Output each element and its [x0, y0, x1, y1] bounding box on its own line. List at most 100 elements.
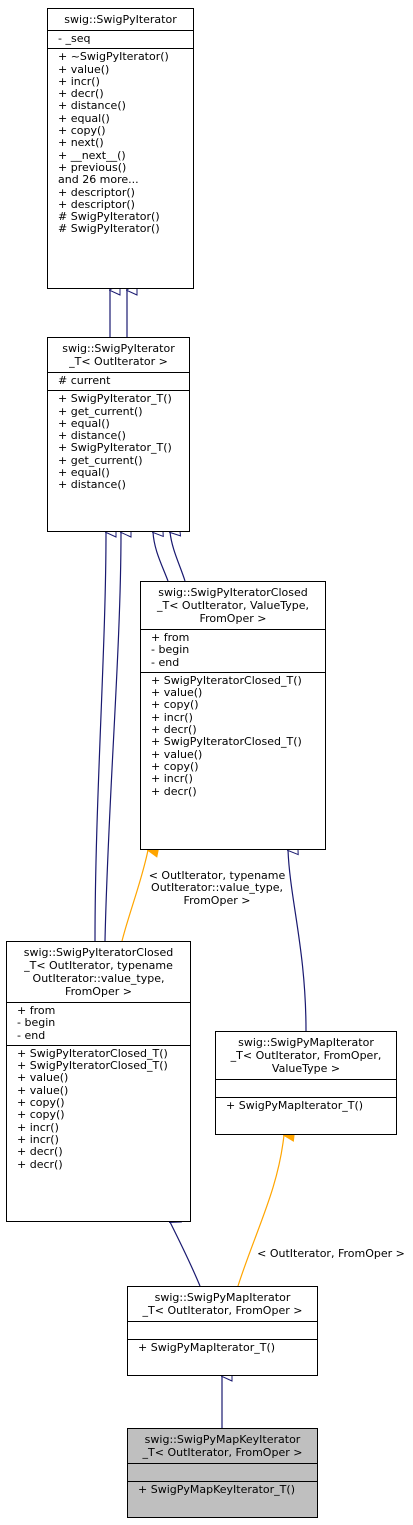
method: + descriptor() — [58, 185, 135, 199]
class-title: swig::SwigPyIteratorClosed _T< OutIterat… — [7, 942, 190, 1002]
edge-closedspec-to-iteratort-1 — [94, 532, 106, 942]
class-swig-pymapiterator-t-specialized[interactable]: swig::SwigPyMapIterator _T< OutIterator,… — [127, 1286, 318, 1376]
method: + copy() — [151, 759, 199, 773]
method: + equal() — [58, 111, 110, 125]
method: # SwigPyIterator() — [58, 222, 160, 236]
method: + SwigPyMapIterator_T() — [138, 1341, 276, 1354]
methods-section: + SwigPyMapIterator_T() — [128, 1339, 317, 1357]
class-name: swig::SwigPyIteratorClosed — [23, 946, 174, 959]
attribute: - end — [151, 655, 180, 669]
class-name: swig::SwigPyIteratorClosed — [158, 586, 308, 599]
methods-section: + SwigPyIteratorClosed_T() + value() + c… — [141, 671, 325, 801]
method: + equal() — [58, 416, 110, 430]
class-swig-pyiteratorclosed-t-generic[interactable]: swig::SwigPyIteratorClosed _T< OutIterat… — [140, 581, 326, 850]
edge-label-line: < OutIterator, typename — [148, 869, 286, 882]
class-name: swig::SwigPyIterator — [62, 342, 175, 355]
method: + get_current() — [58, 453, 143, 467]
edge-label-line: < OutIterator, FromOper > — [257, 1247, 405, 1260]
method: + get_current() — [58, 404, 143, 418]
attributes-section — [128, 1321, 317, 1339]
method: + decr() — [17, 1145, 63, 1159]
edge-closedspec-to-iteratort-2 — [104, 532, 121, 942]
method: + SwigPyIterator_T() — [58, 441, 172, 455]
method: + incr() — [151, 772, 193, 786]
class-name: swig::SwigPyMapIterator — [238, 1036, 374, 1049]
edge-label-line: FromOper > — [183, 893, 251, 907]
method: + value() — [151, 747, 203, 761]
method: + SwigPyMapIterator_T() — [226, 1099, 364, 1112]
edge-closedspec-to-closedgen — [121, 850, 148, 942]
attribute: - begin — [17, 1016, 56, 1030]
class-title: swig::SwigPyMapKeyIterator _T< OutIterat… — [128, 1429, 317, 1463]
attributes-section — [216, 1079, 396, 1097]
attribute: # current — [58, 374, 111, 387]
attributes-section — [128, 1463, 317, 1481]
edge-label-line: OutIterator::value_type, — [151, 881, 283, 895]
method: + SwigPyIteratorClosed_T() — [151, 673, 302, 687]
methods-section: + SwigPyIteratorClosed_T() + SwigPyItera… — [7, 1044, 190, 1174]
method: + value() — [151, 686, 203, 700]
method: + equal() — [58, 466, 110, 480]
method: # SwigPyIterator() — [58, 210, 160, 224]
attributes-section: # current — [48, 372, 189, 390]
class-title: swig::SwigPyMapIterator _T< OutIterator,… — [128, 1287, 317, 1321]
class-template-args: _T< OutIterator, FromOper > — [142, 1304, 303, 1317]
class-template-args: _T< OutIterator, ValueType, — [157, 599, 309, 612]
class-title: swig::SwigPyIterator _T< OutIterator > — [48, 338, 189, 372]
method: + incr() — [17, 1120, 59, 1134]
attributes-section: + from - begin - end — [7, 1002, 190, 1045]
method: + descriptor() — [58, 197, 135, 211]
method: + SwigPyIteratorClosed_T() — [151, 735, 302, 749]
class-swig-pyiteratorclosed-t-specialized[interactable]: swig::SwigPyIteratorClosed _T< OutIterat… — [6, 941, 191, 1222]
edge-closedgen-to-iteratort-1 — [153, 532, 169, 582]
attribute: - _seq — [58, 32, 91, 45]
method: + copy() — [58, 124, 106, 138]
method: + decr() — [17, 1157, 63, 1171]
method: + SwigPyMapKeyIterator_T() — [138, 1483, 295, 1496]
edge-mapgen-to-closedgen — [288, 850, 307, 1032]
class-name: swig::SwigPyIterator — [64, 13, 177, 26]
method: + value() — [17, 1083, 69, 1097]
methods-section: + ~SwigPyIterator() + value() + incr() +… — [48, 48, 193, 238]
method: + decr() — [58, 87, 104, 101]
edge-mapspec-to-mapgen — [237, 1135, 284, 1287]
class-template-args: OutIterator::value_type, — [32, 972, 165, 985]
edge-mapspec-to-closedspec — [170, 1222, 201, 1287]
edge-closedgen-to-iteratort-2 — [170, 532, 186, 582]
attributes-section: - _seq — [48, 30, 193, 48]
method: + distance() — [58, 99, 126, 113]
method: + incr() — [58, 74, 100, 88]
class-swig-pymapkeyiterator-t[interactable]: swig::SwigPyMapKeyIterator _T< OutIterat… — [127, 1428, 318, 1518]
class-swig-pyiterator[interactable]: swig::SwigPyIterator - _seq + ~SwigPyIte… — [47, 8, 194, 289]
edge-label-closed-template-args: < OutIterator, typename OutIterator::val… — [146, 869, 288, 907]
method: + value() — [17, 1071, 69, 1085]
class-template-args: _T< OutIterator, typename — [24, 959, 173, 972]
methods-section: + SwigPyMapIterator_T() — [216, 1097, 396, 1115]
class-template-args: _T< OutIterator, FromOper > — [142, 1446, 303, 1459]
attributes-section: + from - begin - end — [141, 629, 325, 672]
method: + next() — [58, 136, 104, 150]
method: + distance() — [58, 429, 126, 443]
class-template-args: FromOper > — [65, 985, 132, 998]
method: + value() — [58, 62, 110, 76]
attribute: - begin — [151, 643, 190, 657]
class-template-args: _T< OutIterator > — [69, 355, 168, 368]
class-title: swig::SwigPyIterator — [48, 9, 193, 30]
class-template-args: _T< OutIterator, FromOper, — [230, 1049, 382, 1062]
method: + decr() — [151, 723, 197, 737]
method: + decr() — [151, 784, 197, 798]
method: + copy() — [17, 1096, 65, 1110]
method: + ~SwigPyIterator() — [58, 50, 169, 64]
class-name: swig::SwigPyMapIterator — [154, 1291, 291, 1304]
method: + copy() — [17, 1108, 65, 1122]
method: + copy() — [151, 698, 199, 712]
method: + SwigPyIteratorClosed_T() — [17, 1046, 168, 1060]
class-swig-pymapiterator-t-generic[interactable]: swig::SwigPyMapIterator _T< OutIterator,… — [215, 1031, 397, 1135]
class-swig-pyiterator-t[interactable]: swig::SwigPyIterator _T< OutIterator > #… — [47, 337, 190, 532]
attribute: - end — [17, 1028, 46, 1042]
class-title: swig::SwigPyIteratorClosed _T< OutIterat… — [141, 582, 325, 629]
more-members-link[interactable]: and 26 more... — [58, 173, 139, 187]
class-title: swig::SwigPyMapIterator _T< OutIterator,… — [216, 1032, 396, 1079]
method: + incr() — [151, 710, 193, 724]
